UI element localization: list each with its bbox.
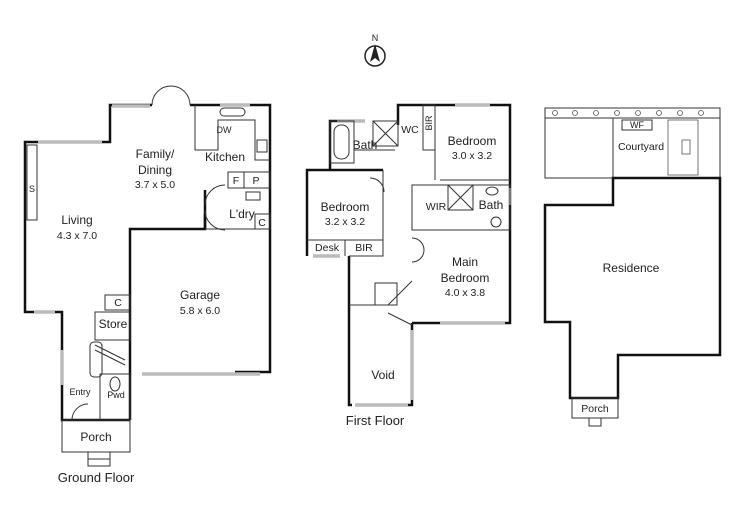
store-label: Store [99,317,128,331]
wc-label: WC [401,124,419,136]
bir1-label: BIR [424,115,434,131]
powder-label: Pwd [107,390,125,400]
main-bedroom-size: 4.0 x 3.8 [445,287,485,299]
north-compass-icon: N [364,33,386,67]
porch-label: Porch [80,430,111,444]
residence-label: Residence [603,261,660,275]
bedroom2-size: 3.0 x 3.2 [452,150,492,162]
first-floor-caption: First Floor [346,413,405,428]
site-porch-label: Porch [581,403,609,415]
storage-s-label: S [29,184,35,194]
wir-label: WIR [426,201,447,213]
garage-label: Garage [180,288,220,302]
bir2-label: BIR [355,242,373,254]
first-floor-plan: Bath WC BIR Bedroom 3.0 x 3.2 Bedroom 3.… [305,103,512,428]
living-size: 4.3 x 7.0 [57,230,97,242]
laundry-label: L'dry [229,207,255,221]
site-plan: WF Courtyard Residence Porch [543,107,722,427]
dishwasher-label: DW [217,125,232,135]
bath2-label: Bath [479,198,504,212]
garage-size: 5.8 x 6.0 [180,305,220,317]
pantry-label: P [252,175,259,187]
bath1-label: Bath [353,138,378,152]
main-bedroom-label-line2: Bedroom [441,271,490,285]
family-dining-label-line1: Family/ [136,147,175,161]
ground-floor-caption: Ground Floor [58,470,135,485]
family-dining-label-line2: Dining [138,163,172,177]
store-cupboard-label: C [114,297,122,309]
desk-label: Desk [315,242,340,254]
courtyard-label: Courtyard [618,141,664,153]
fridge-label: F [233,175,239,187]
family-dining-size: 3.7 x 5.0 [135,179,175,191]
bedroom3-label: Bedroom [321,200,370,214]
laundry-cupboard-label: C [258,217,266,229]
kitchen-label: Kitchen [205,150,245,164]
wf-label: WF [630,120,644,130]
main-bedroom-label-line1: Main [452,255,478,269]
compass-label: N [372,33,379,43]
bedroom2-label: Bedroom [448,134,497,148]
ground-floor-plan: Family/ Dining 3.7 x 5.0 Kitchen DW Livi… [23,85,272,485]
void-label: Void [371,368,394,382]
bedroom3-size: 3.2 x 3.2 [325,216,365,228]
living-label: Living [61,213,92,227]
entry-label: Entry [69,387,91,397]
